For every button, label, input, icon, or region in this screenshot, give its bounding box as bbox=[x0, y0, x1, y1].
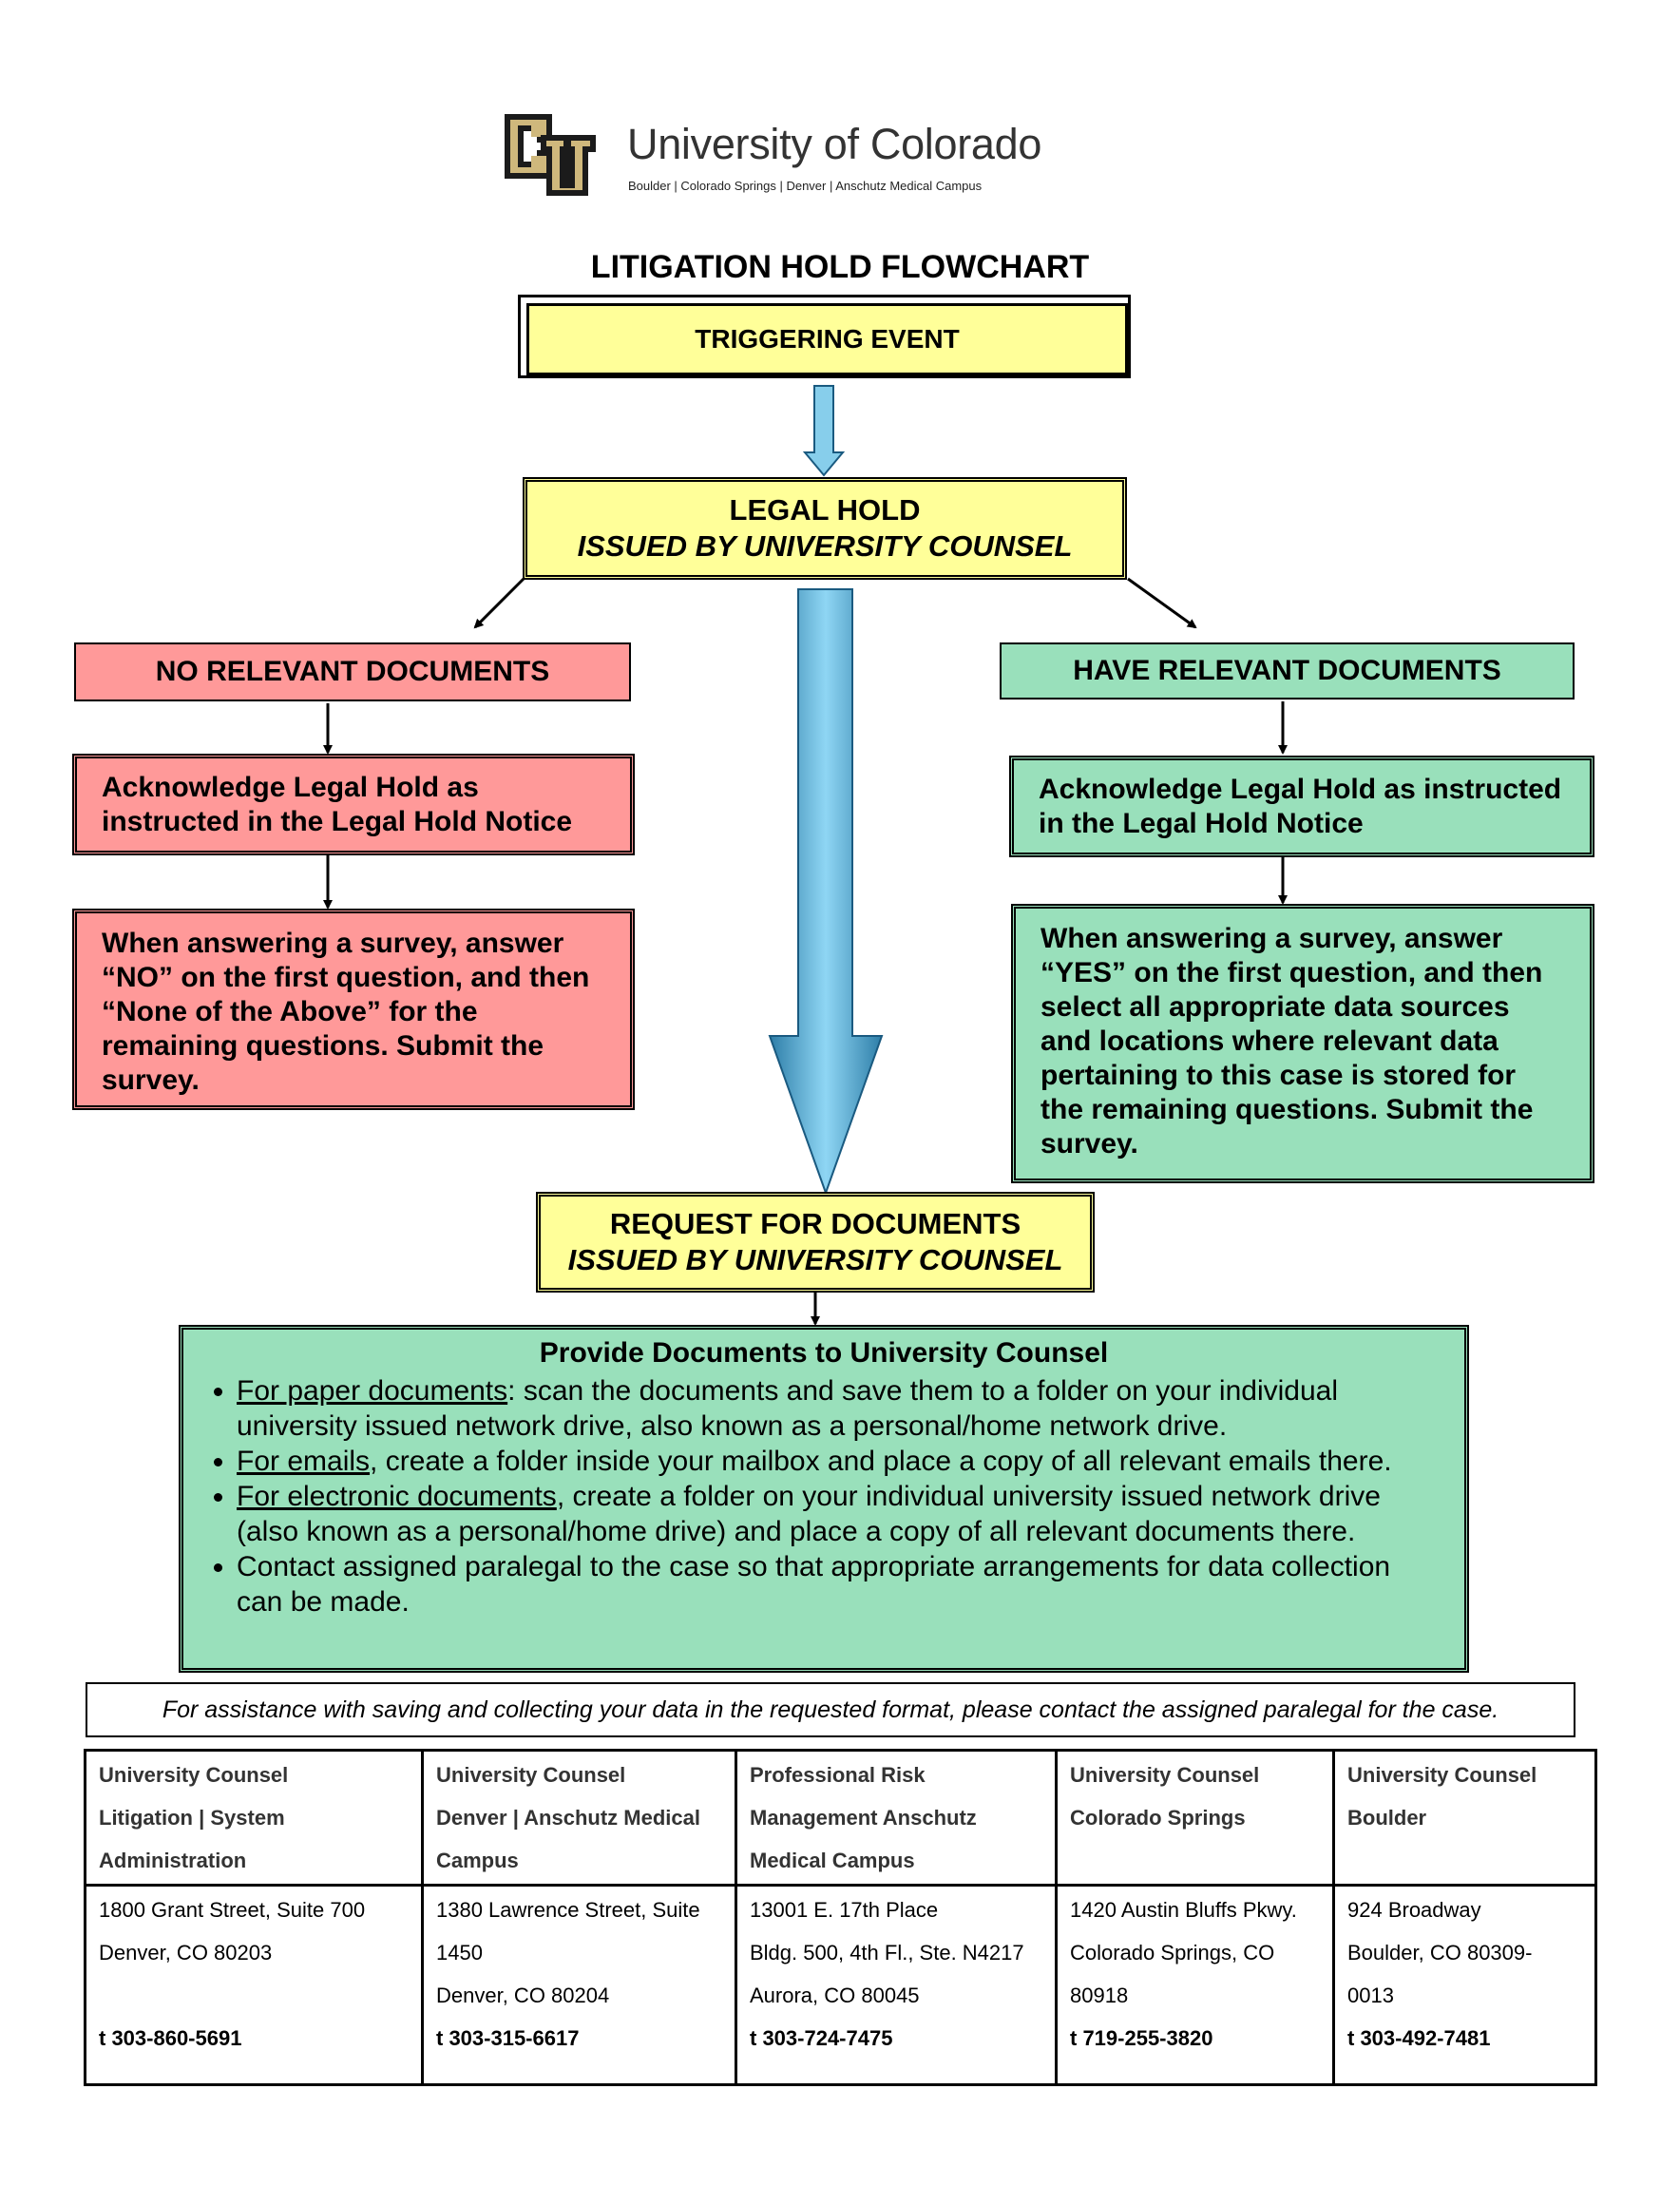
provide-documents-list: For paper documents: scan the documents … bbox=[212, 1373, 1436, 1620]
arrow-hold-to-no bbox=[473, 577, 525, 629]
arrow-hold-to-request bbox=[768, 588, 884, 1196]
campus-list: Boulder | Colorado Springs | Denver | An… bbox=[628, 179, 983, 193]
have-relevant-documents-box: HAVE RELEVANT DOCUMENTS bbox=[1000, 642, 1575, 700]
phone-number: t 303-315-6617 bbox=[436, 2026, 580, 2050]
phone-number: t 719-255-3820 bbox=[1070, 2026, 1213, 2050]
request-for-documents-box: REQUEST FOR DOCUMENTS ISSUED BY UNIVERSI… bbox=[536, 1192, 1095, 1293]
university-name: University of Colorado bbox=[627, 120, 1042, 168]
legal-hold-subtitle: ISSUED BY UNIVERSITY COUNSEL bbox=[577, 529, 1073, 563]
provide-documents-box: Provide Documents to University Counsel … bbox=[179, 1325, 1469, 1673]
list-item: For electronic documents, create a folde… bbox=[237, 1479, 1436, 1549]
phone-number: t 303-860-5691 bbox=[99, 2026, 242, 2050]
no-relevant-documents-box: NO RELEVANT DOCUMENTS bbox=[74, 642, 631, 701]
acknowledge-hold-no-box: Acknowledge Legal Hold as instructed in … bbox=[72, 754, 635, 855]
cu-logo-icon bbox=[505, 114, 596, 196]
flowchart-title: LITIGATION HOLD FLOWCHART bbox=[590, 249, 1090, 285]
provide-documents-title: Provide Documents to University Counsel bbox=[539, 1337, 1109, 1369]
address-cell: 1420 Austin Bluffs Pkwy.Colorado Springs… bbox=[1055, 1884, 1335, 2086]
arrow-trigger-to-hold bbox=[802, 385, 846, 477]
survey-no-instructions-box: When answering a survey, answer “NO” on … bbox=[72, 909, 635, 1110]
phone-number: t 303-724-7475 bbox=[750, 2026, 893, 2050]
list-item: Contact assigned paralegal to the case s… bbox=[237, 1549, 1436, 1620]
acknowledge-hold-yes-box: Acknowledge Legal Hold as instructed in … bbox=[1009, 756, 1594, 857]
arrow-hold-to-have bbox=[1127, 577, 1197, 629]
phone-number: t 303-492-7481 bbox=[1347, 2026, 1491, 2050]
list-item: For emails, create a folder inside your … bbox=[237, 1444, 1436, 1479]
list-item: For paper documents: scan the documents … bbox=[237, 1373, 1436, 1444]
legal-hold-box: LEGAL HOLD ISSUED BY UNIVERSITY COUNSEL bbox=[523, 477, 1127, 580]
request-subtitle: ISSUED BY UNIVERSITY COUNSEL bbox=[567, 1243, 1063, 1276]
paper-documents-lead: For paper documents bbox=[237, 1375, 508, 1407]
electronic-documents-lead: For electronic documents bbox=[237, 1481, 557, 1512]
triggering-event-label: TRIGGERING EVENT bbox=[526, 303, 1128, 375]
legal-hold-title: LEGAL HOLD bbox=[729, 493, 921, 527]
triggering-event-box: TRIGGERING EVENT bbox=[518, 295, 1131, 378]
request-title: REQUEST FOR DOCUMENTS bbox=[609, 1207, 1021, 1240]
assistance-note: For assistance with saving and collectin… bbox=[86, 1682, 1575, 1737]
survey-yes-instructions-box: When answering a survey, answer “YES” on… bbox=[1011, 904, 1594, 1183]
emails-lead: For emails bbox=[237, 1446, 371, 1477]
